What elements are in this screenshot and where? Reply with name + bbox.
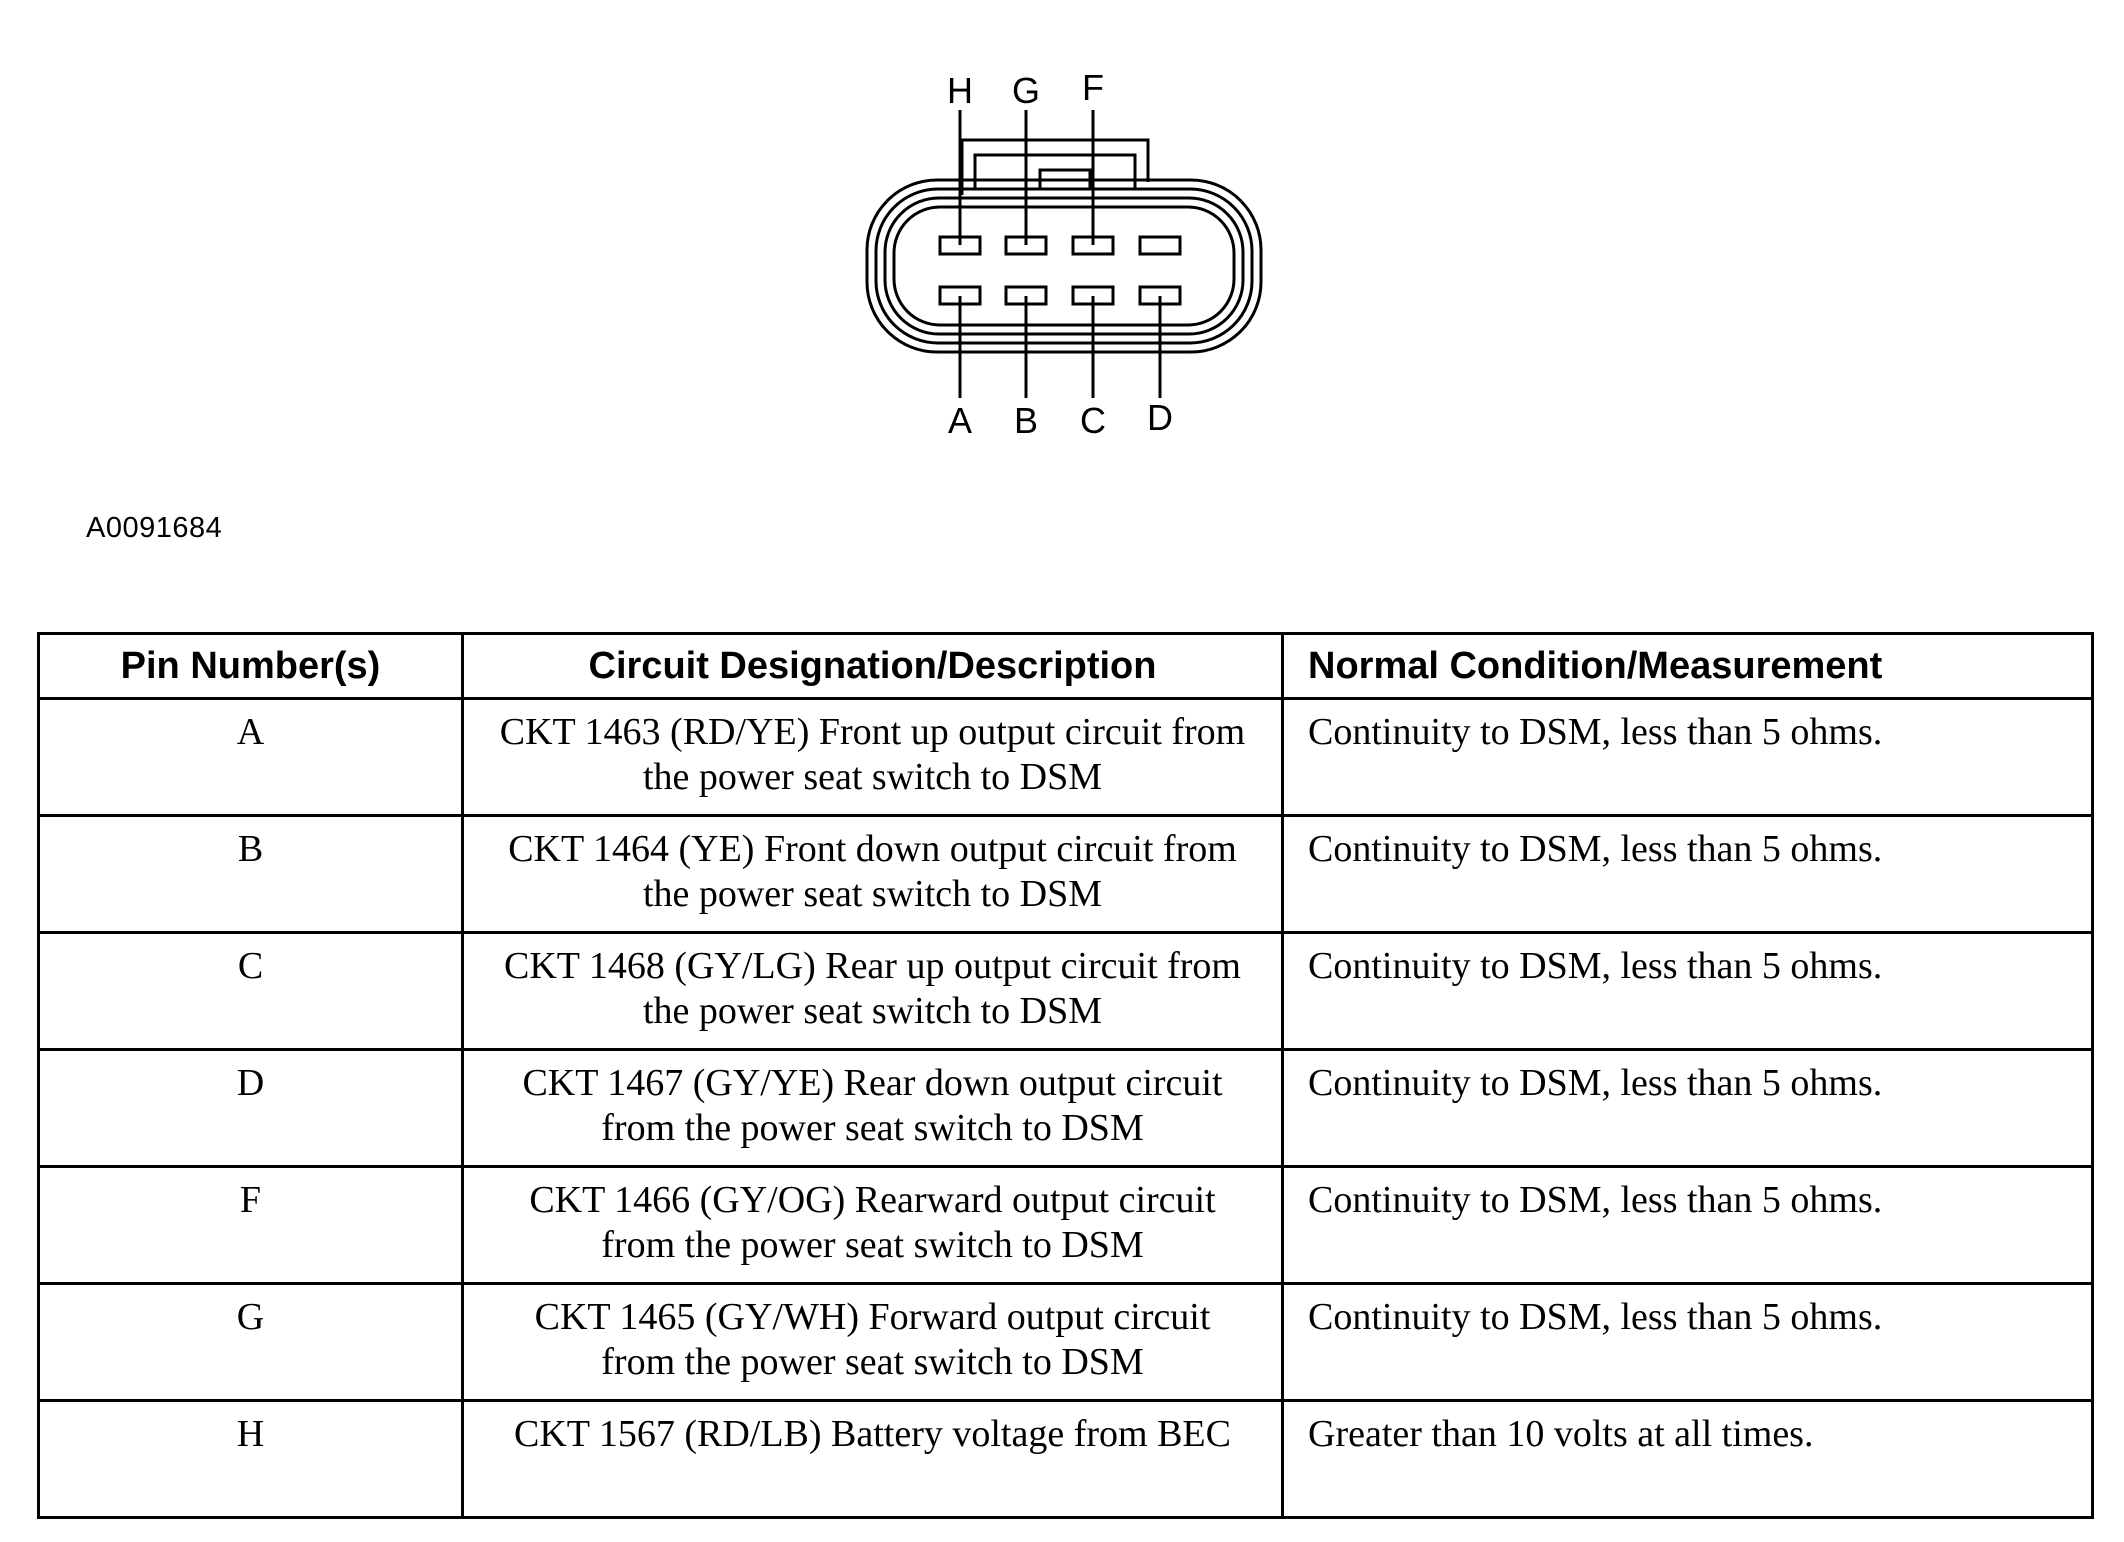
connector-lock-latch <box>1038 168 1092 190</box>
table-row: H CKT 1567 (RD/LB) Battery voltage from … <box>37 1399 2094 1519</box>
table-row: F CKT 1466 (GY/OG) Rearward output circu… <box>37 1165 2094 1285</box>
connector-outline-inner <box>892 205 1236 327</box>
description-cell: CKT 1464 (YE) Front down output circuit … <box>461 814 1284 934</box>
header-pin-numbers: Pin Number(s) <box>37 632 464 700</box>
pin-cell: G <box>37 1282 464 1402</box>
connector-outline-3 <box>883 196 1245 336</box>
description-cell: CKT 1468 (GY/LG) Rear up output circuit … <box>461 931 1284 1051</box>
pin-cell: F <box>37 1165 464 1285</box>
description-cell: CKT 1567 (RD/LB) Battery voltage from BE… <box>461 1399 1284 1519</box>
cavity-empty <box>1138 235 1182 256</box>
condition-cell: Continuity to DSM, less than 5 ohms. <box>1281 697 2094 817</box>
table-header-row: Pin Number(s) Circuit Designation/Descri… <box>37 632 2094 700</box>
pin-label-f: F <box>1082 67 1104 108</box>
pin-cell: C <box>37 931 464 1051</box>
condition-cell: Continuity to DSM, less than 5 ohms. <box>1281 1048 2094 1168</box>
description-cell: CKT 1463 (RD/YE) Front up output circuit… <box>461 697 1284 817</box>
condition-cell: Greater than 10 volts at all times. <box>1281 1399 2094 1519</box>
pin-cell: H <box>37 1399 464 1519</box>
header-normal-condition: Normal Condition/Measurement <box>1281 632 2094 700</box>
table-row: G CKT 1465 (GY/WH) Forward output circui… <box>37 1282 2094 1402</box>
pin-cell: A <box>37 697 464 817</box>
description-cell: CKT 1465 (GY/WH) Forward output circuit … <box>461 1282 1284 1402</box>
pin-label-d: D <box>1147 397 1173 438</box>
connector-outline-2 <box>874 187 1254 345</box>
connector-outline-outer <box>865 178 1263 354</box>
condition-cell: Continuity to DSM, less than 5 ohms. <box>1281 1282 2094 1402</box>
pin-label-c: C <box>1080 400 1106 441</box>
table-row: A CKT 1463 (RD/YE) Front up output circu… <box>37 697 2094 817</box>
pin-label-h: H <box>947 70 973 111</box>
condition-cell: Continuity to DSM, less than 5 ohms. <box>1281 814 2094 934</box>
figure-id: A0091684 <box>86 512 223 544</box>
table-row: D CKT 1467 (GY/YE) Rear down output circ… <box>37 1048 2094 1168</box>
table-row: B CKT 1464 (YE) Front down output circui… <box>37 814 2094 934</box>
pin-label-g: G <box>1012 70 1040 111</box>
pin-table: Pin Number(s) Circuit Designation/Descri… <box>37 632 2094 1519</box>
description-cell: CKT 1467 (GY/YE) Rear down output circui… <box>461 1048 1284 1168</box>
connector-lock-tab-inner <box>973 153 1137 190</box>
description-cell: CKT 1466 (GY/OG) Rearward output circuit… <box>461 1165 1284 1285</box>
connector-lock-tab <box>960 138 1150 195</box>
pin-cell: D <box>37 1048 464 1168</box>
condition-cell: Continuity to DSM, less than 5 ohms. <box>1281 931 2094 1051</box>
pin-cell: B <box>37 814 464 934</box>
pin-label-a: A <box>948 400 972 441</box>
connector-diagram: H G F A B C D <box>865 67 1263 441</box>
condition-cell: Continuity to DSM, less than 5 ohms. <box>1281 1165 2094 1285</box>
pin-label-b: B <box>1014 400 1038 441</box>
table-row: C CKT 1468 (GY/LG) Rear up output circui… <box>37 931 2094 1051</box>
header-circuit-description: Circuit Designation/Description <box>461 632 1284 700</box>
